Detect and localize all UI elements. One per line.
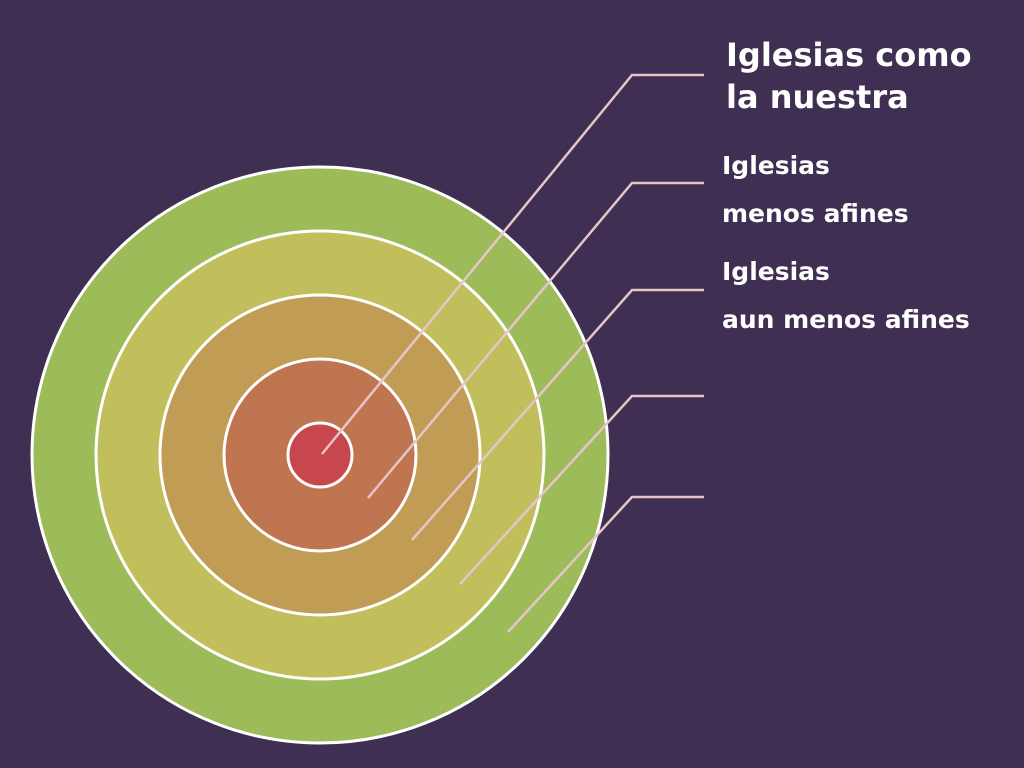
- label-1-line-1: Iglesias como: [726, 36, 972, 74]
- label-3-line-1: Iglesias: [722, 257, 830, 286]
- label-less-akin-churches: Iglesias menos afines: [722, 142, 909, 238]
- callout-line-2: [367, 181, 704, 499]
- rings: [30, 165, 610, 745]
- label-1-line-2: la nuestra: [726, 78, 909, 116]
- label-even-less-akin-churches: Iglesias aun menos afines: [722, 248, 970, 344]
- label-2-line-1: Iglesias: [722, 151, 830, 180]
- callout-line-1: [321, 73, 704, 455]
- callout-lines: [321, 73, 704, 633]
- callout-line-5: [507, 495, 704, 633]
- label-2-line-2: menos afines: [722, 199, 909, 228]
- ring-center: [286, 421, 354, 489]
- label-3-line-2: aun menos afines: [722, 305, 970, 334]
- label-churches-like-ours: Iglesias como la nuestra: [726, 34, 972, 118]
- callout-line-3: [411, 288, 704, 541]
- callout-line-4: [459, 394, 704, 585]
